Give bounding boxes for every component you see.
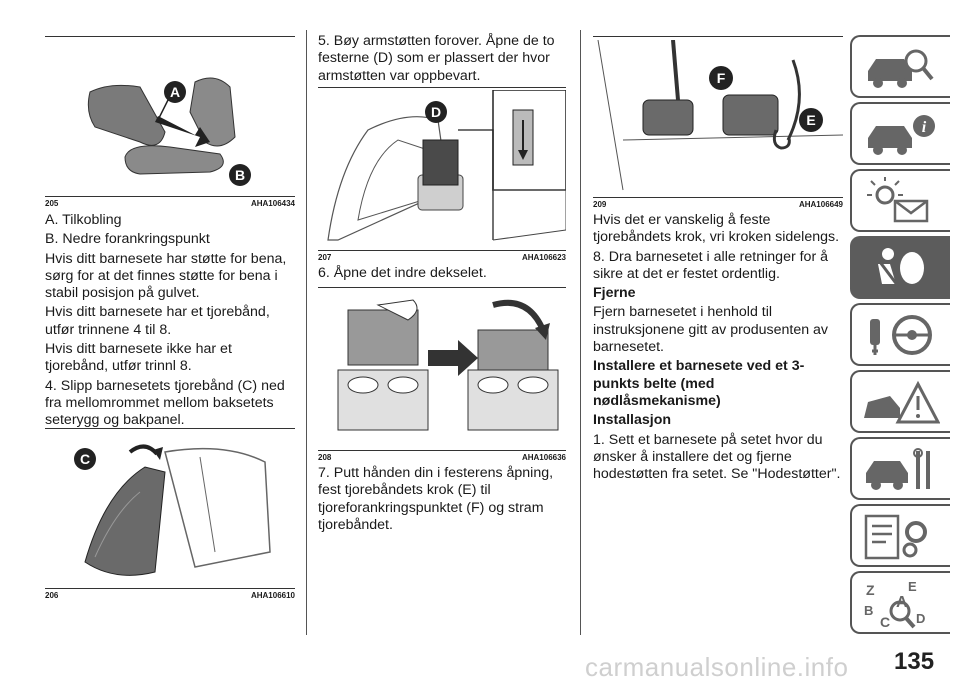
- step6-text: 6. Åpne det indre dekselet.: [318, 265, 487, 281]
- car-info-icon: i: [868, 115, 935, 155]
- warning-lights-icon: [867, 177, 929, 223]
- index-letter: B: [864, 603, 873, 618]
- index-letter: E: [908, 579, 917, 594]
- paragraph: A. Tilkobling: [45, 212, 122, 228]
- figure-rule: [318, 87, 566, 88]
- figure-code: AHA106434: [250, 199, 295, 208]
- figure-code: AHA106623: [521, 253, 566, 262]
- tab-car-info[interactable]: i: [850, 102, 950, 165]
- tab-car-search[interactable]: [850, 35, 950, 98]
- figure-rule: [45, 196, 295, 197]
- watermark-footer: carmanualsonline.info: [585, 652, 849, 682]
- figure-rule: [45, 588, 295, 589]
- figure-rule: [45, 428, 295, 429]
- figure-rule: [593, 197, 843, 198]
- paragraph: 1. Sett et barnesete på setet hvor du øn…: [593, 431, 841, 483]
- paragraph: 4. Slipp barnesetets tjorebånd (C) ned f…: [45, 377, 285, 429]
- tab-key-steering[interactable]: [850, 303, 950, 366]
- index-letter: Z: [866, 582, 875, 598]
- page-number: 135: [894, 648, 935, 675]
- section-heading: Fjerne: [593, 285, 636, 302]
- paragraph: Hvis ditt barnesete ikke har et tjorebån…: [45, 341, 232, 375]
- paragraph: Hvis det er vanskelig å feste tjorebånde…: [593, 212, 840, 246]
- tab-specs[interactable]: [850, 504, 950, 567]
- figure-caption-208: 208 AHA106636: [318, 453, 566, 463]
- top-rule: [45, 36, 295, 37]
- figure-206: C: [45, 432, 295, 584]
- figure-205: A B: [70, 42, 270, 192]
- figure-rule: [318, 250, 566, 251]
- figure-rule: [593, 36, 843, 37]
- tab-car-tools[interactable]: [850, 437, 950, 500]
- figure-number: 205: [45, 199, 59, 208]
- paragraph: 8. Dra barnesetet i alle retninger for å…: [593, 248, 829, 282]
- paragraph: Hvis ditt barnesete har støtte for bena,…: [45, 250, 287, 302]
- section-subheading: Installasjon: [593, 412, 672, 429]
- label-d: D: [431, 104, 441, 120]
- figure-207: D: [318, 90, 566, 247]
- section-heading: Installere et barnesete ved et 3-punkts …: [593, 358, 805, 409]
- seat-airbag-icon: [878, 248, 924, 287]
- figure-rule: [318, 287, 566, 288]
- figure-number: 208: [318, 453, 332, 462]
- key-steering-icon: [870, 315, 932, 355]
- index-az-icon: Z E A B C D: [864, 579, 925, 630]
- index-letter: C: [880, 614, 890, 630]
- step7-text: 7. Putt hånden din i festerens åpning, f…: [318, 465, 554, 533]
- figure-number: 206: [45, 591, 59, 600]
- figure-code: AHA106649: [798, 200, 843, 209]
- step5-text: 5. Bøy armstøtten forover. Åpne de to fe…: [318, 33, 555, 84]
- figure-rule: [318, 450, 566, 451]
- figure-caption-207: 207 AHA106623: [318, 253, 566, 263]
- label-c: C: [80, 451, 90, 467]
- paragraph: Fjern barnesetet i henhold til instruksj…: [593, 304, 829, 356]
- figure-code: AHA106636: [521, 453, 566, 462]
- index-letter: D: [916, 611, 925, 626]
- car-tools-icon: [866, 448, 930, 490]
- car-search-icon: [868, 49, 934, 88]
- svg-text:i: i: [922, 119, 927, 136]
- figure-caption-205: 205 AHA106434: [45, 199, 295, 209]
- paragraph: B. Nedre forankringspunkt: [45, 231, 210, 248]
- col1-text: A. Tilkobling B. Nedre forankringspunkt …: [45, 212, 295, 432]
- tab-warning-lights[interactable]: [850, 169, 950, 232]
- label-a: A: [170, 84, 180, 100]
- specs-gear-icon: [864, 514, 927, 560]
- column-divider: [306, 30, 307, 635]
- tab-index[interactable]: Z E A B C D: [850, 571, 950, 634]
- car-crash-warning-icon: [864, 380, 940, 424]
- figure-caption-206: 206 AHA106610: [45, 591, 295, 601]
- column-divider: [580, 30, 581, 635]
- label-e: E: [806, 112, 815, 128]
- label-b: B: [235, 167, 245, 183]
- figure-number: 207: [318, 253, 332, 262]
- label-f: F: [717, 70, 726, 86]
- tab-car-crash-warning[interactable]: [850, 370, 950, 433]
- figure-number: 209: [593, 200, 607, 209]
- tab-seat-airbag[interactable]: [850, 236, 950, 299]
- figure-caption-209: 209 AHA106649: [593, 200, 843, 210]
- figure-208: [318, 290, 566, 448]
- col3-text: Hvis det er vanskelig å feste tjorebånde…: [593, 212, 843, 485]
- paragraph: Hvis ditt barnesete har et tjorebånd, ut…: [45, 304, 270, 338]
- figure-code: AHA106610: [250, 591, 295, 600]
- figure-209: F E: [593, 40, 843, 195]
